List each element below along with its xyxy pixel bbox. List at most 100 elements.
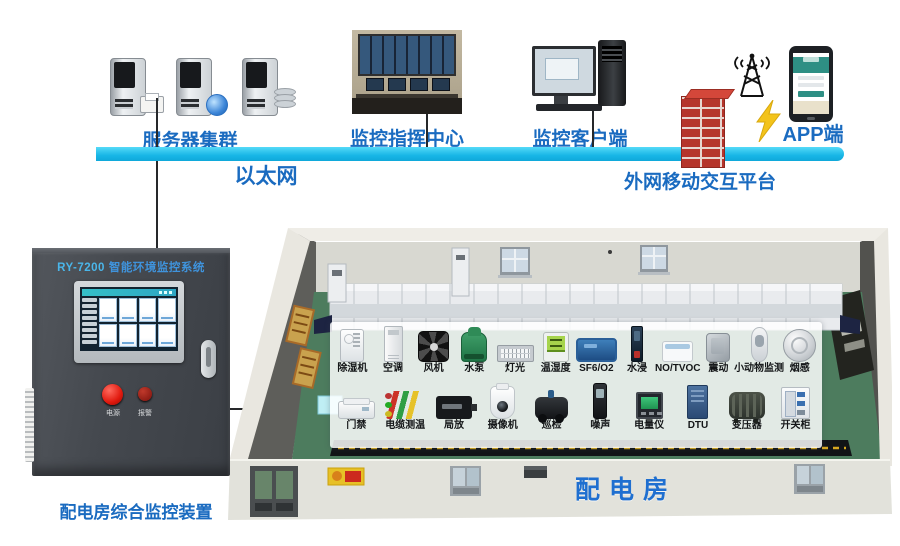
link-command-center <box>426 110 428 150</box>
device-label: 变压器 <box>731 420 762 431</box>
front-wall <box>228 460 892 520</box>
cabinet-system-name: 智能环境监控系统 <box>108 262 205 274</box>
antenna-icon <box>734 53 770 97</box>
device-icon <box>418 331 450 362</box>
device-item: NO/TVOC <box>654 325 701 376</box>
power-button-label: 电源 <box>106 410 120 417</box>
cabinet-handle <box>201 340 216 378</box>
globe-icon <box>206 94 228 116</box>
roof-edge-right <box>874 228 892 466</box>
device-icon <box>542 332 569 362</box>
device-icon <box>575 338 617 362</box>
device-label: 温湿度 <box>540 363 571 374</box>
device-label: 空调 <box>383 363 403 374</box>
device-item: 烟感 <box>779 325 820 376</box>
device-item: DTU <box>674 382 723 433</box>
device-icon <box>490 383 516 419</box>
cabinet-caption: 配电房综合监控装置 <box>59 503 213 522</box>
row-end-left <box>314 315 332 334</box>
device-label: 门禁 <box>346 420 367 431</box>
database-icon <box>274 88 296 108</box>
ethernet-bus-bar <box>96 147 844 161</box>
device-label: 电缆测温 <box>385 420 426 431</box>
alarm-button-label: 报警 <box>138 410 152 417</box>
server-tower-icon <box>110 58 146 116</box>
alarm-indicator-button <box>138 387 152 401</box>
device-item: 巡检 <box>527 382 576 433</box>
device-icon <box>783 329 817 362</box>
device-item: 开关柜 <box>771 382 820 433</box>
device-item: SF6/O2 <box>575 325 617 376</box>
monitor-icon <box>366 78 384 91</box>
command-center-photo <box>352 30 462 114</box>
device-item: 灯光 <box>495 325 536 376</box>
client-label: 监控客户端 <box>532 129 628 150</box>
ethernet-label: 以太网 <box>234 165 298 188</box>
mobile-app-phone-icon <box>789 46 833 122</box>
device-label: 小动物监测 <box>734 363 785 374</box>
monitor-icon <box>532 46 596 96</box>
device-label: SF6/O2 <box>579 363 614 374</box>
device-icon <box>496 345 534 362</box>
back-window <box>498 245 670 278</box>
monitor-icon <box>388 78 406 91</box>
printer-icon <box>140 93 164 113</box>
roof-edge-left <box>228 228 310 466</box>
cabinet-slot <box>844 339 865 352</box>
touchscreen <box>80 287 178 351</box>
device-item: 电量仪 <box>625 382 674 433</box>
wall-dot <box>608 250 612 254</box>
device-label: 水泵 <box>464 363 485 374</box>
switchgear-top <box>330 284 842 291</box>
firewall-icon <box>681 96 725 168</box>
device-icon <box>631 326 644 362</box>
device-item: 空调 <box>373 325 414 376</box>
desk-row <box>356 94 458 100</box>
device-icon <box>384 391 426 419</box>
room-name-label: 配电房 <box>574 476 677 504</box>
device-label: NO/TVOC <box>654 363 701 374</box>
device-item: 电缆测温 <box>381 382 430 433</box>
device-label: 除湿机 <box>337 363 368 374</box>
device-item: 门禁 <box>332 382 381 433</box>
devices-row-2: 门禁 电缆测温 局放 摄像机 巡 <box>332 382 820 433</box>
server-cluster-group <box>104 54 314 124</box>
screen-header-bar <box>82 289 176 296</box>
standing-unit <box>327 247 470 303</box>
server-tower-icon <box>242 58 278 116</box>
device-icon <box>750 327 768 362</box>
link-server-to-cabinet <box>156 98 158 250</box>
devices-row-1: 除湿机 空调 风机 水泵 灯光 <box>332 325 820 376</box>
wall-distribution-panels <box>285 304 322 390</box>
monitor-icon <box>432 78 450 91</box>
roof-edge-top <box>288 228 888 241</box>
lightning-icon <box>756 100 781 142</box>
device-icon <box>435 396 477 419</box>
device-item: 温湿度 <box>535 325 576 376</box>
command-center-label: 监控指挥中心 <box>349 129 465 150</box>
row-end-right <box>840 315 860 334</box>
link-client <box>592 104 594 150</box>
switchgear-band <box>330 304 842 318</box>
video-wall-icon <box>360 36 454 74</box>
device-icon <box>687 385 709 419</box>
app-label: APP端 <box>782 124 844 146</box>
device-icon <box>662 341 694 362</box>
device-icon <box>461 327 488 362</box>
server-cluster-label: 服务器集群 <box>142 131 238 152</box>
platform-label: 外网移动交互平台 <box>623 172 777 193</box>
monitor-icon <box>410 78 428 91</box>
device-icon <box>635 392 663 419</box>
front-door <box>250 466 298 517</box>
device-icon <box>337 398 375 419</box>
devices-panel: 除湿机 空调 风机 水泵 灯光 <box>330 322 822 448</box>
device-item: 噪声 <box>576 382 625 433</box>
device-label: 水浸 <box>627 363 648 374</box>
screen-tile-grid <box>99 298 176 347</box>
device-icon <box>535 390 569 423</box>
device-icon <box>383 326 403 362</box>
device-label: 烟感 <box>789 363 810 374</box>
device-icon <box>706 333 731 362</box>
